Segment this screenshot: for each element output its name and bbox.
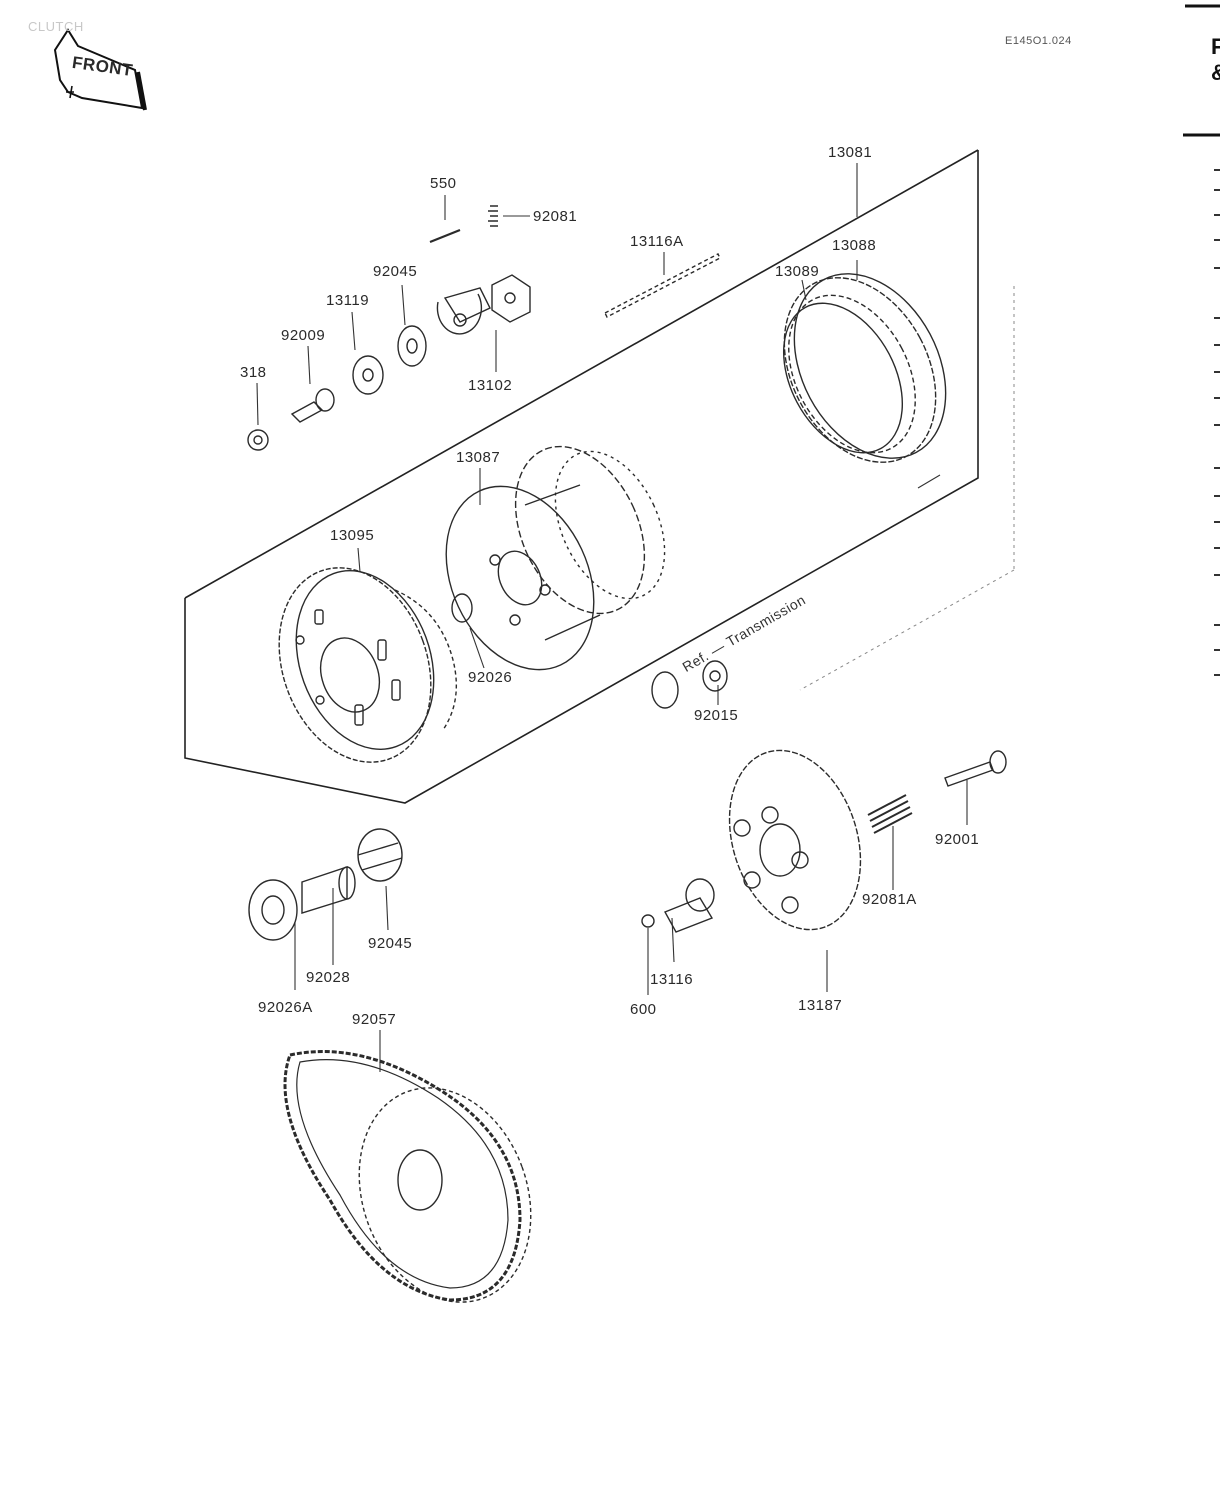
part-label-13116: 13116 <box>650 971 694 988</box>
push-rod-13116-icon <box>665 879 714 932</box>
part-label-92081a: 92081A <box>862 891 917 908</box>
part-label-13089: 13089 <box>775 263 820 280</box>
front-arrow-icon <box>55 30 145 110</box>
spring-92081a-icon <box>868 795 912 833</box>
clutch-plates-13088-icon <box>754 248 976 489</box>
part-label-92057: 92057 <box>352 1011 397 1028</box>
primary-chain-92057-icon <box>285 1052 560 1327</box>
secondary-frame <box>800 286 1014 690</box>
release-lever-13102-icon <box>437 275 530 334</box>
leader-lines <box>257 163 967 1072</box>
part-label-13088: 13088 <box>832 237 877 254</box>
assembly-frame <box>185 150 978 803</box>
part-label-600: 600 <box>630 1001 657 1018</box>
page-edge-rules <box>1183 6 1220 675</box>
part-label-92001: 92001 <box>935 831 980 848</box>
part-label-92045-top: 92045 <box>373 263 418 280</box>
plate-code: E145O1.024 <box>1005 35 1072 47</box>
spacer-92026a-icon <box>249 880 297 940</box>
edge-char-2: & <box>1211 60 1220 86</box>
nut-318-icon <box>248 430 268 450</box>
washer-13119-icon <box>353 356 383 394</box>
spacer-92026-icon <box>452 594 472 622</box>
push-rod-13116a-icon <box>605 254 720 317</box>
ball-600-icon <box>642 915 654 927</box>
section-title: CLUTCH <box>28 19 84 34</box>
part-label-13095: 13095 <box>330 527 375 544</box>
screw-92009-icon <box>292 389 334 422</box>
pressure-plate-13187-icon <box>708 733 883 946</box>
nut-92015-icon <box>652 661 727 708</box>
clutch-hub-13087-icon <box>418 426 687 694</box>
part-label-92028: 92028 <box>306 969 351 986</box>
bearing-92045-bottom-icon <box>358 829 402 881</box>
part-label-13087: 13087 <box>456 449 501 466</box>
part-label-92015: 92015 <box>694 707 739 724</box>
part-label-92045-bottom: 92045 <box>368 935 413 952</box>
part-label-92081: 92081 <box>533 208 578 225</box>
part-label-318: 318 <box>240 364 267 381</box>
sleeve-92028-icon <box>302 867 355 913</box>
clutch-housing-13095-icon <box>253 546 457 783</box>
edge-char-1: F <box>1211 34 1220 59</box>
part-label-550: 550 <box>430 175 457 192</box>
part-label-13102: 13102 <box>468 377 513 394</box>
part-label-92026a: 92026A <box>258 999 313 1016</box>
bearing-92045-top-icon <box>398 326 426 366</box>
part-label-92009: 92009 <box>281 327 326 344</box>
part-label-13081: 13081 <box>828 144 873 161</box>
part-label-92026: 92026 <box>468 669 513 686</box>
spring-92081-icon <box>488 206 498 226</box>
part-label-13119: 13119 <box>326 292 370 309</box>
pin-550-icon <box>430 230 460 242</box>
part-label-13187: 13187 <box>798 997 843 1014</box>
bolt-92001-icon <box>945 751 1006 786</box>
part-label-13116a: 13116A <box>630 233 684 250</box>
